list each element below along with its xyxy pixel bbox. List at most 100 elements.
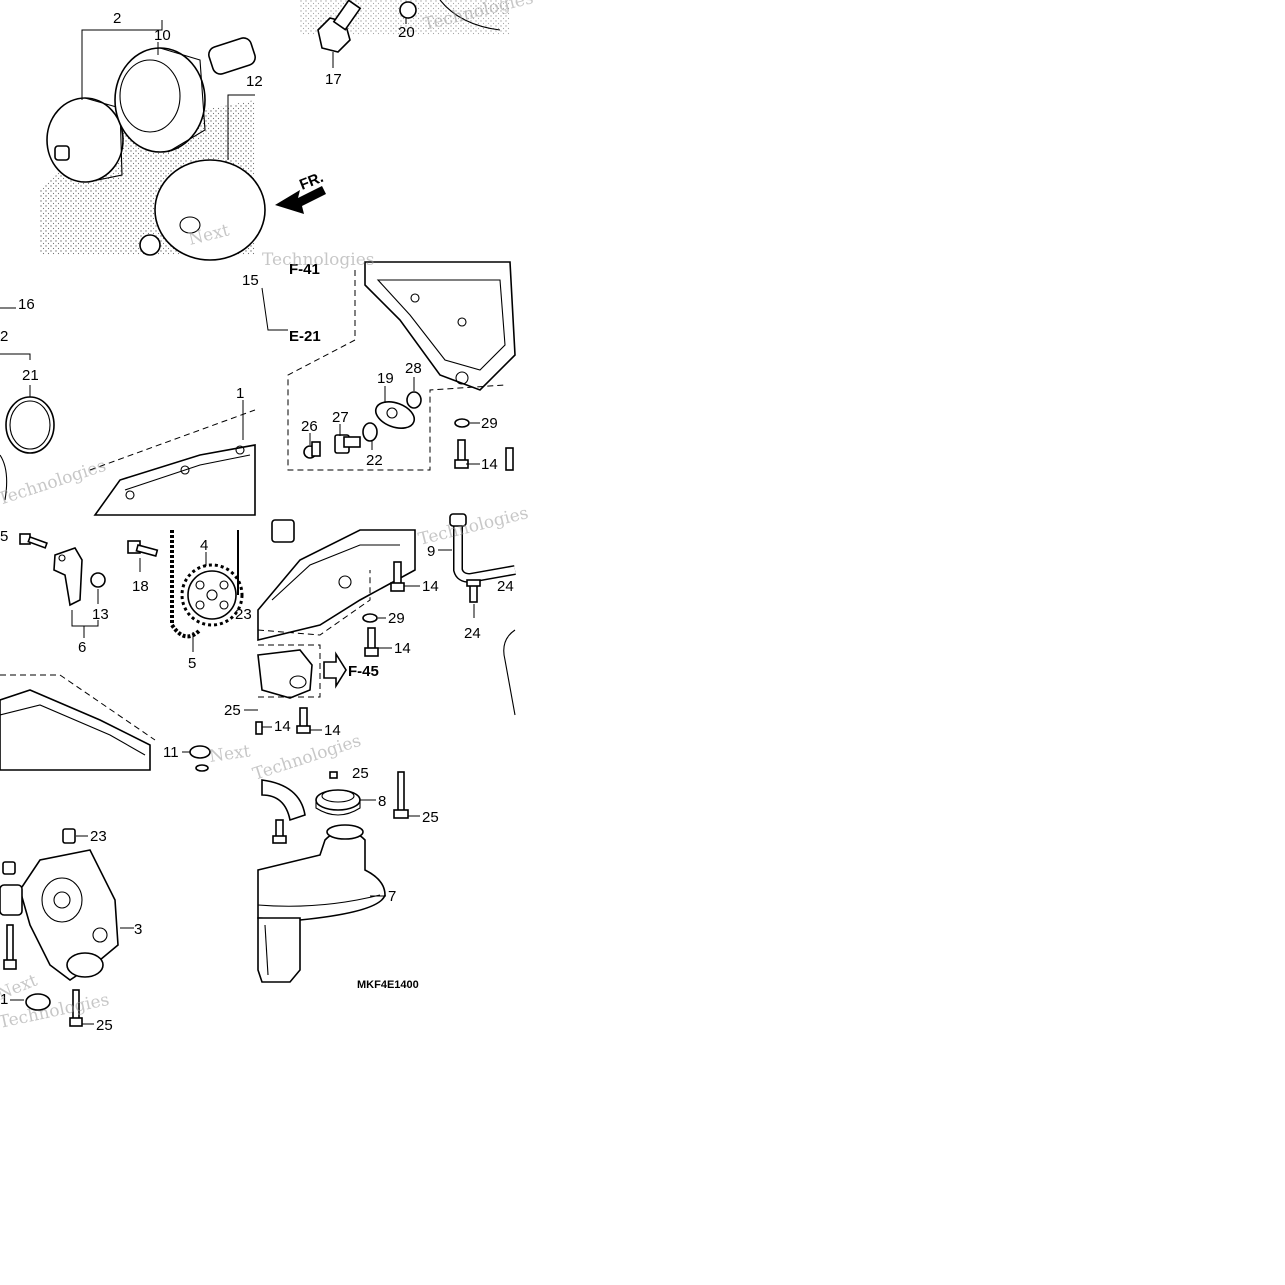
callout-14c: 14	[394, 640, 411, 657]
callout-10: 10	[154, 27, 171, 44]
callout-2b: 2	[0, 328, 8, 345]
front-arrow: FR.	[275, 169, 326, 214]
callout-18: 18	[132, 578, 149, 595]
oil-strainer-part	[257, 824, 386, 983]
case-frame-part	[257, 519, 416, 642]
ref-f45: F-45	[348, 663, 379, 680]
ref-arrow-f45	[323, 651, 347, 689]
callout-5b: 5	[188, 655, 196, 672]
tile-gasket: 16 2 21 1 Technologies	[0, 296, 256, 516]
callout-2: 2	[113, 10, 121, 27]
drain-plug-part	[334, 434, 361, 454]
cam-chain-part	[170, 530, 239, 639]
callout-13: 13	[92, 606, 109, 623]
tile-oil-filter: FR. 2 10 12 Next	[40, 10, 326, 261]
bolt-small-part	[272, 819, 287, 844]
callout-1: 1	[236, 385, 244, 402]
tile-oil-pipe: 14 29 14 F-45 9 24 24 Technologies	[257, 503, 530, 716]
bolt-18-part	[127, 540, 159, 557]
watermark: Next	[208, 741, 252, 767]
bolt-14c-part	[364, 627, 379, 657]
watermark: Technologies	[416, 503, 530, 550]
oil-pipe-part	[449, 513, 516, 584]
callout-23b: 23	[90, 828, 107, 845]
watermark: Technologies	[250, 731, 363, 785]
o-ring-part	[5, 396, 55, 454]
washer-29b-part	[362, 613, 378, 623]
callout-27: 27	[332, 409, 349, 426]
callout-8: 8	[378, 793, 386, 810]
callout-6: 6	[78, 639, 86, 656]
callout-9: 9	[427, 543, 435, 560]
bolt-24-part	[466, 579, 481, 603]
bolt-long-part	[3, 924, 17, 970]
callout-29b: 29	[388, 610, 405, 627]
o-ring-28-part	[406, 391, 422, 409]
callout-28: 28	[405, 360, 422, 377]
oil-pan-gasket-part	[93, 444, 256, 516]
callout-14b: 14	[422, 578, 439, 595]
callout-7: 7	[388, 888, 396, 905]
tile-oil-pump: 23 3 1 25 Next Technologies	[0, 828, 142, 1034]
watermark: Technologies	[262, 250, 375, 270]
callout-26: 26	[301, 418, 318, 435]
tile-drain-bolt: 17 20 Technologies	[300, 0, 535, 88]
callout-19: 19	[377, 370, 394, 387]
bolt-14b-part	[390, 561, 405, 592]
sprocket-part	[180, 563, 244, 627]
callout-17: 17	[325, 71, 342, 88]
callout-24b: 24	[464, 625, 481, 642]
dowel-23-part	[62, 828, 76, 844]
callout-11: 11	[163, 744, 179, 761]
callout-4: 4	[200, 537, 208, 554]
callout-23: 23	[235, 606, 252, 623]
tile-chain-sprocket: 5 13 6 18	[0, 528, 252, 771]
oil-pan-part	[364, 261, 516, 391]
callout-22: 22	[366, 452, 383, 469]
pipe-bracket-part	[257, 649, 313, 699]
bolt-25b-part	[329, 771, 338, 779]
bolt-14e-part	[296, 707, 311, 734]
chain-guide-part	[53, 547, 83, 607]
seal-1-part	[25, 993, 51, 1011]
oil-pump-part	[0, 849, 119, 981]
gasket-plate-part	[374, 401, 416, 429]
tile-oil-pan: F-41 15 E-21	[242, 250, 516, 473]
callout-20: 20	[398, 24, 415, 41]
diagram-code: MKF4E1400	[357, 979, 419, 991]
washer-22-part	[362, 422, 378, 442]
filter-cap-part	[46, 97, 124, 183]
callout-29: 29	[481, 415, 498, 432]
callout-25: 25	[224, 702, 241, 719]
bolt-25c-part	[393, 771, 409, 819]
watermark: Technologies	[0, 456, 109, 510]
ref-f41: F-41	[289, 261, 320, 278]
crankcase-part	[0, 689, 151, 771]
callout-1b: 1	[0, 991, 8, 1008]
strainer-seal-part	[315, 789, 361, 816]
callout-15: 15	[242, 272, 259, 289]
callout-21: 21	[22, 367, 39, 384]
callout-14d: 14	[274, 718, 291, 735]
seal-11-part	[189, 745, 211, 759]
callout-3: 3	[134, 921, 142, 938]
drain-bolt-part	[317, 0, 362, 53]
callout-14e: 14	[324, 722, 341, 739]
callout-12: 12	[246, 73, 263, 90]
callout-25b: 25	[352, 765, 369, 782]
bolt-26-part	[303, 441, 321, 459]
filter-housing-part	[139, 159, 266, 261]
bolt-25d-part	[69, 989, 83, 1027]
bolt-5-part	[19, 533, 48, 549]
filter-boss-part	[208, 37, 256, 75]
oil-filter-part	[114, 47, 206, 153]
callout-24a: 24	[497, 578, 514, 595]
ref-e21: E-21	[289, 328, 321, 345]
washer-29-part	[454, 418, 470, 428]
callout-14: 14	[481, 456, 498, 473]
callout-25c: 25	[422, 809, 439, 826]
washer-part	[399, 1, 417, 19]
callout-16: 16	[18, 296, 35, 313]
callout-5: 5	[0, 528, 8, 545]
